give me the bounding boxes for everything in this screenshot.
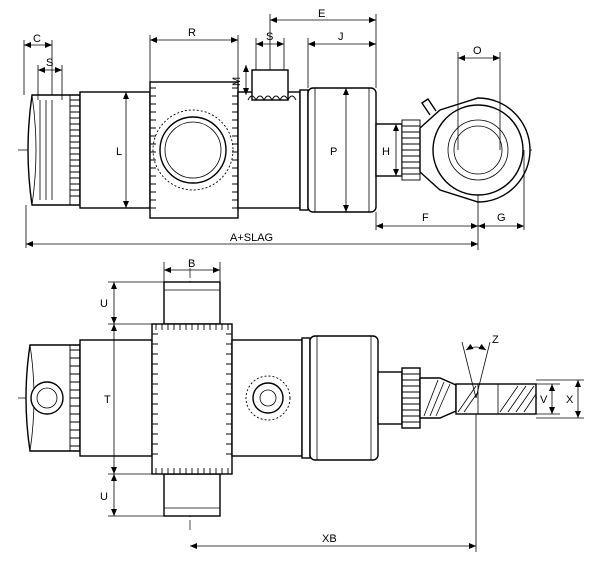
- dim-label-x: X: [566, 394, 574, 406]
- top-end-cap-edge: [31, 94, 37, 206]
- top-trunnion-hole: [159, 116, 227, 184]
- dim-label-a-slag: A+SLAG: [230, 232, 273, 244]
- dim-label-xb: XB: [322, 533, 337, 545]
- bottom-barrel-left: [79, 339, 153, 457]
- top-block-weld: [150, 87, 238, 209]
- dim-label-p: P: [330, 146, 337, 158]
- grease-nipple: [421, 98, 437, 116]
- bottom-piston-rod: [377, 371, 403, 425]
- bottom-trunnion-block: [151, 323, 233, 475]
- dim-label-s-left: S: [46, 57, 53, 69]
- top-port-boss: [251, 69, 289, 101]
- bottom-rod-eye-section: [455, 383, 537, 415]
- dim-label-e: E: [318, 8, 325, 20]
- bottom-view: B U T U Z V X XB: [18, 258, 584, 552]
- bottom-head-gland: [309, 335, 379, 461]
- dim-label-g: G: [497, 212, 506, 224]
- dim-label-j: J: [338, 31, 344, 43]
- dim-label-z: Z: [492, 334, 499, 346]
- dim-label-u-top: U: [100, 298, 108, 310]
- dim-label-o: O: [473, 45, 482, 57]
- top-rod-eye-outer: [432, 104, 524, 196]
- dim-label-u-bottom: U: [100, 491, 108, 503]
- top-view: C S R M S E J O L P: [18, 8, 535, 250]
- top-head-gland: [307, 87, 377, 213]
- dim-label-r: R: [188, 27, 196, 39]
- top-end-cap: [27, 94, 81, 206]
- top-barrel-right: [237, 91, 301, 209]
- dim-label-m: M: [231, 77, 243, 86]
- dim-label-f: F: [422, 212, 429, 224]
- dim-label-v: V: [540, 394, 548, 406]
- dim-label-t: T: [104, 394, 111, 406]
- dim-label-b: B: [188, 258, 195, 270]
- top-barrel-left: [79, 91, 151, 209]
- bottom-trunnion-pin-bottom: [163, 473, 221, 517]
- bottom-port-boss: [252, 382, 284, 414]
- dim-label-h: H: [382, 146, 390, 158]
- top-rod-eye-bore: [447, 119, 509, 181]
- top-trunnion-weld-ring: [152, 109, 234, 191]
- top-port-weld: [247, 95, 297, 102]
- dim-label-c: C: [33, 33, 41, 45]
- top-rod-weld: [401, 119, 421, 181]
- dim-label-l: L: [116, 146, 122, 158]
- bottom-trunnion-pin-top: [163, 281, 221, 325]
- bottom-port-weld: [245, 375, 291, 421]
- bottom-end-cap-port: [30, 381, 64, 415]
